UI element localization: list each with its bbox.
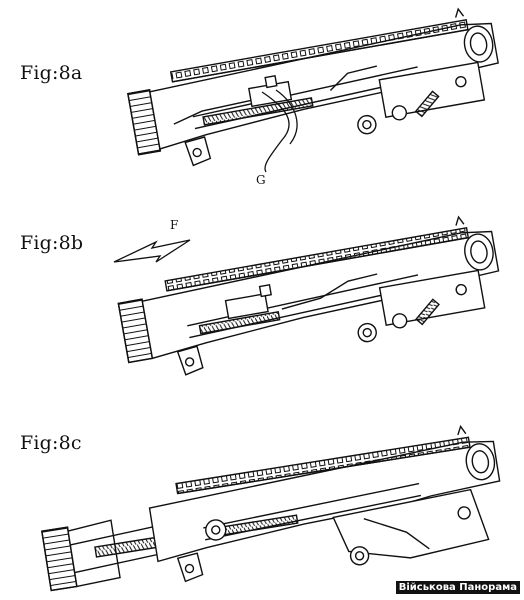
firearm-assembly-drawing (127, 7, 499, 173)
firearm-assembly-drawing (41, 424, 501, 592)
callout-f: F (170, 218, 179, 232)
figure-8b: Fig:8b F (0, 196, 524, 396)
figure-8c: Fig:8c (0, 400, 524, 600)
direction-arrow-icon (113, 239, 191, 263)
figure-label: Fig:8b (20, 232, 84, 254)
figure-8a: Fig:8a (0, 0, 524, 200)
figure-label: Fig:8a (20, 62, 83, 84)
firearm-assembly-drawing (113, 215, 500, 376)
callout-g: G (256, 173, 266, 187)
watermark: Військова Панорама (395, 581, 520, 594)
figure-label: Fig:8c (20, 432, 82, 454)
